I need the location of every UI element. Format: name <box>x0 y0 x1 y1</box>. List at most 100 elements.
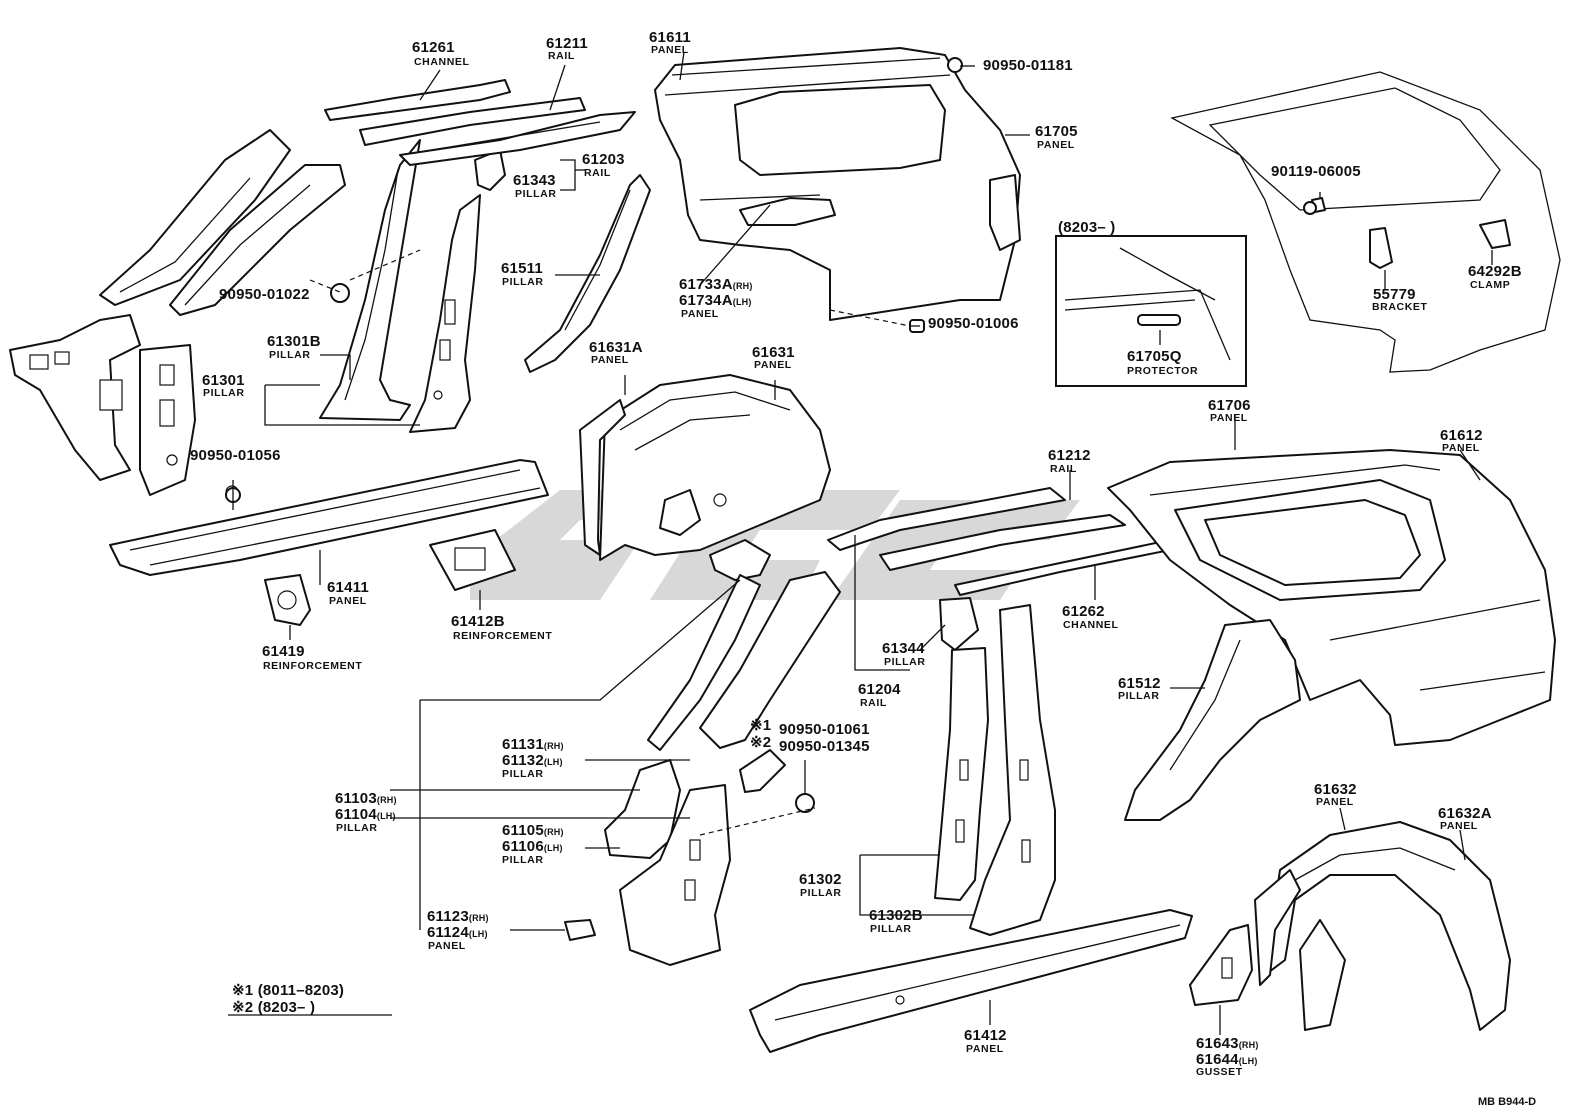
label-reinforcement: REINFORCEMENT <box>263 660 363 672</box>
inset-range: (8203– ) <box>1058 219 1116 236</box>
label-protector: PROTECTOR <box>1127 365 1199 377</box>
label-panel: PANEL <box>681 308 719 320</box>
mark-2: ※2 <box>750 734 772 751</box>
leader-lines <box>228 51 1493 1035</box>
label-61643: 61643(RH) <box>1196 1035 1259 1052</box>
label-61705q: 61705Q <box>1127 348 1182 365</box>
label-61733a: 61733A(RH) <box>679 276 753 293</box>
label-61301b: 61301B <box>267 333 321 350</box>
label-90950-01345: 90950-01345 <box>779 738 870 755</box>
upper-left-pillar-strips <box>99 129 346 316</box>
label-61302b: 61302B <box>869 907 923 924</box>
label-61106: 61106(LH) <box>502 838 563 855</box>
label-61612: 61612 <box>1440 427 1483 444</box>
label-90950-01181: 90950-01181 <box>983 57 1073 74</box>
label-clamp: CLAMP <box>1470 279 1511 291</box>
label-61103: 61103(RH) <box>335 790 397 807</box>
label-55779: 55779 <box>1373 286 1416 303</box>
label-61705: 61705 <box>1035 123 1078 140</box>
label-61511: 61511 <box>501 260 543 277</box>
label-61644: 61644(LH) <box>1196 1051 1258 1068</box>
label-61632a: 61632A <box>1438 805 1492 822</box>
label-61124: 61124(LH) <box>427 924 488 941</box>
label-reinforcement: REINFORCEMENT <box>453 630 553 642</box>
wheelhouse-61631 <box>579 374 831 561</box>
label-61632: 61632 <box>1314 781 1357 798</box>
label-pillar: PILLAR <box>203 387 245 399</box>
label-61734a: 61734A(LH) <box>679 292 752 309</box>
label-90950-01022: 90950-01022 <box>219 286 310 303</box>
rocker-panel-right <box>749 909 1193 1053</box>
label-61411: 61411 <box>327 579 369 596</box>
left-inner-structure <box>9 314 196 496</box>
label-61131: 61131(RH) <box>502 736 564 753</box>
front-pillar-assembly <box>564 539 841 966</box>
label-90119-06005: 90119-06005 <box>1271 163 1361 180</box>
label-rail: RAIL <box>584 167 611 179</box>
label-pillar: PILLAR <box>502 768 544 780</box>
label-pillar: PILLAR <box>800 887 842 899</box>
label-rail: RAIL <box>1050 463 1077 475</box>
label-channel: CHANNEL <box>1063 619 1119 631</box>
c-pillar-inner <box>524 174 651 373</box>
label-61343: 61343 <box>513 172 556 189</box>
label-panel: PANEL <box>754 359 792 371</box>
label-bracket: BRACKET <box>1372 301 1428 313</box>
reinforcement-61419 <box>264 574 311 626</box>
label-panel: PANEL <box>1210 412 1248 424</box>
label-panel: PANEL <box>1442 442 1480 454</box>
quarter-panel-lower <box>1107 449 1556 746</box>
label-90950-01006: 90950-01006 <box>928 315 1019 332</box>
label-panel: PANEL <box>428 940 466 952</box>
label-pillar: PILLAR <box>502 276 544 288</box>
rear-pillar-61512 <box>1124 619 1301 821</box>
quarter-panel-upper <box>654 47 1021 321</box>
label-pillar: PILLAR <box>515 188 557 200</box>
label-panel: PANEL <box>329 595 367 607</box>
gusset-61643 <box>1189 924 1253 1006</box>
label-61611: 61611 <box>649 29 691 46</box>
label-pillar: PILLAR <box>884 656 926 668</box>
note-2: ※2 (8203– ) <box>232 999 316 1016</box>
label-64292b: 64292B <box>1468 263 1522 280</box>
label-pillar: PILLAR <box>870 923 912 935</box>
label-panel: PANEL <box>1316 796 1354 808</box>
label-panel: PANEL <box>1440 820 1478 832</box>
label-gusset: GUSSET <box>1196 1066 1243 1078</box>
label-61123: 61123(RH) <box>427 908 489 925</box>
label-panel: PANEL <box>591 354 629 366</box>
label-61419: 61419 <box>262 643 305 660</box>
label-61412b: 61412B <box>451 613 505 630</box>
label-90950-01061: 90950-01061 <box>779 721 870 738</box>
label-61706: 61706 <box>1208 397 1251 414</box>
b-pillar-group <box>319 139 506 433</box>
label-pillar: PILLAR <box>269 349 311 361</box>
note-1: ※1 (8011–8203) <box>232 982 345 999</box>
centre-pillar-right <box>934 597 1056 936</box>
rear-body-upper-right <box>1170 71 1561 373</box>
label-61203: 61203 <box>582 151 625 168</box>
label-pillar: PILLAR <box>1118 690 1160 702</box>
label-61104: 61104(LH) <box>335 806 396 823</box>
drawing-reference-code: MB B944-D <box>1478 1096 1537 1108</box>
reinforcement-61412b <box>429 529 516 591</box>
label-rail: RAIL <box>548 50 575 62</box>
label-panel: PANEL <box>966 1043 1004 1055</box>
label-panel: PANEL <box>1037 139 1075 151</box>
label-61262: 61262 <box>1062 603 1105 620</box>
label-61204: 61204 <box>858 681 901 698</box>
inset-box <box>1055 235 1247 387</box>
label-61344: 61344 <box>882 640 925 657</box>
roof-rails-upper <box>324 79 636 166</box>
label-61302: 61302 <box>799 871 842 888</box>
label-61261: 61261 <box>412 39 455 56</box>
label-pillar: PILLAR <box>502 854 544 866</box>
label-61512: 61512 <box>1118 675 1161 692</box>
label-61211: 61211 <box>546 35 588 52</box>
label-61631: 61631 <box>752 344 795 361</box>
label-channel: CHANNEL <box>414 56 470 68</box>
clips <box>225 57 1317 813</box>
label-panel: PANEL <box>651 44 689 56</box>
label-61412: 61412 <box>964 1027 1007 1044</box>
